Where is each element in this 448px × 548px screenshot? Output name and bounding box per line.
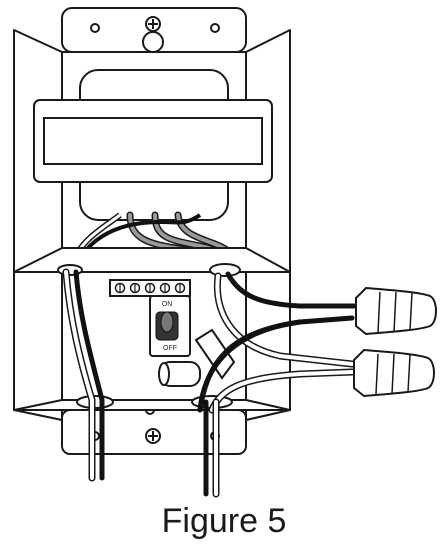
right-cable (197, 319, 303, 498)
figure-caption: Figure 5 (161, 502, 287, 540)
transformer-window (43, 117, 263, 165)
box-bottom-flange (13, 399, 291, 411)
wiring-diagram: ON OFF (13, 7, 437, 498)
box-top-flange (13, 247, 291, 273)
mounting-hole (210, 23, 220, 33)
wire-nut-top (355, 286, 437, 336)
toggle-on-label: ON (162, 301, 173, 308)
wire-nut-bottom (353, 348, 435, 398)
top-screw (142, 16, 164, 53)
mounting-hole (90, 23, 100, 33)
bottom-screw (145, 428, 161, 444)
transformer (33, 69, 273, 221)
terminal-strip (109, 279, 191, 297)
left-cable (62, 268, 105, 482)
toggle-lever (160, 311, 174, 333)
right-side-flap (245, 29, 291, 421)
output-black-wire-top (225, 271, 357, 309)
grommet-top-right (209, 263, 241, 277)
left-side-flap (13, 29, 63, 421)
transformer-lead-black (72, 213, 202, 269)
toggle-switch: ON OFF (149, 295, 191, 357)
toggle-off-label: OFF (163, 345, 177, 352)
capacitor (158, 361, 201, 387)
